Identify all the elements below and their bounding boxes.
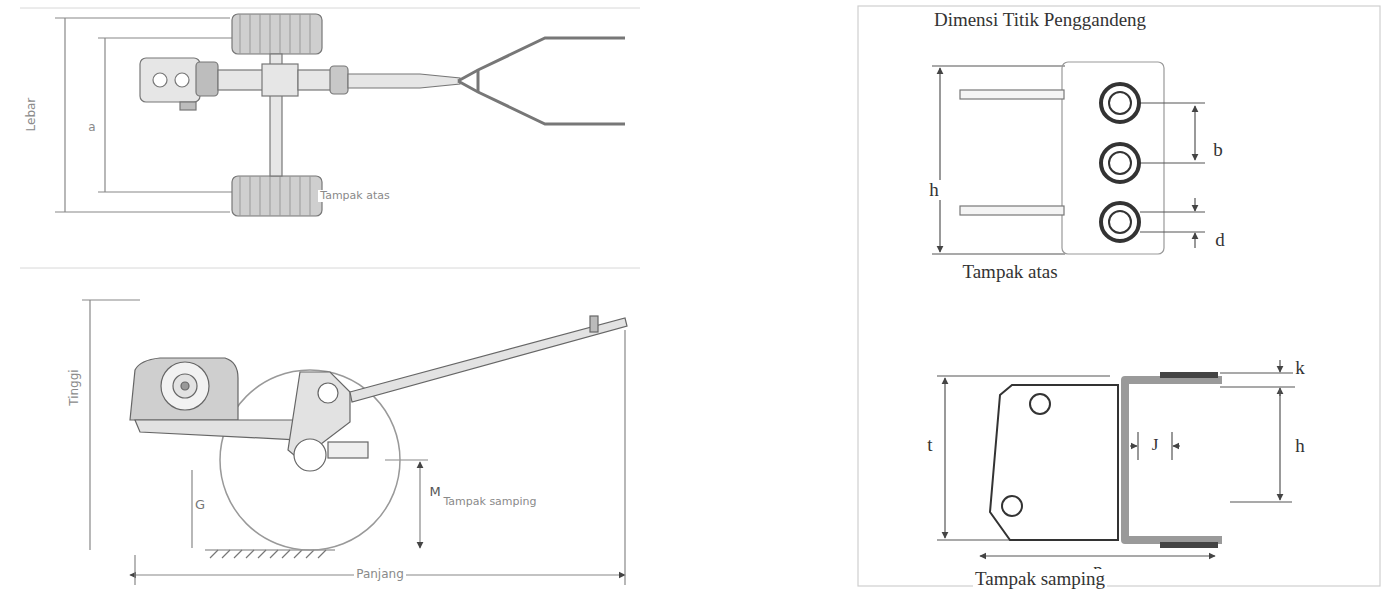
dimension-letter: h	[927, 180, 941, 201]
dimension-letter: J	[1150, 436, 1161, 455]
dimension-letter: a	[86, 121, 97, 134]
dimension-letter: k	[1293, 358, 1307, 379]
view-caption: Tampak samping	[441, 496, 538, 508]
dimension-letter: h	[1293, 436, 1307, 457]
dimension-letter: b	[1211, 140, 1225, 161]
dimension-letter: G	[193, 498, 207, 512]
dimension-letter: d	[1213, 230, 1227, 251]
dimension-letter: t	[925, 435, 934, 456]
view-caption: Tampak samping	[973, 569, 1107, 590]
dimension-letter: M	[427, 485, 442, 499]
dimension-label: Panjang	[354, 568, 406, 581]
dimension-label: Lebar	[25, 96, 38, 134]
view-caption: Tampak atas	[960, 262, 1059, 283]
panel-title: Dimensi Titik Penggandeng	[932, 10, 1148, 31]
dimension-label: Tinggi	[67, 368, 80, 408]
view-caption: Tampak atas	[318, 190, 391, 202]
